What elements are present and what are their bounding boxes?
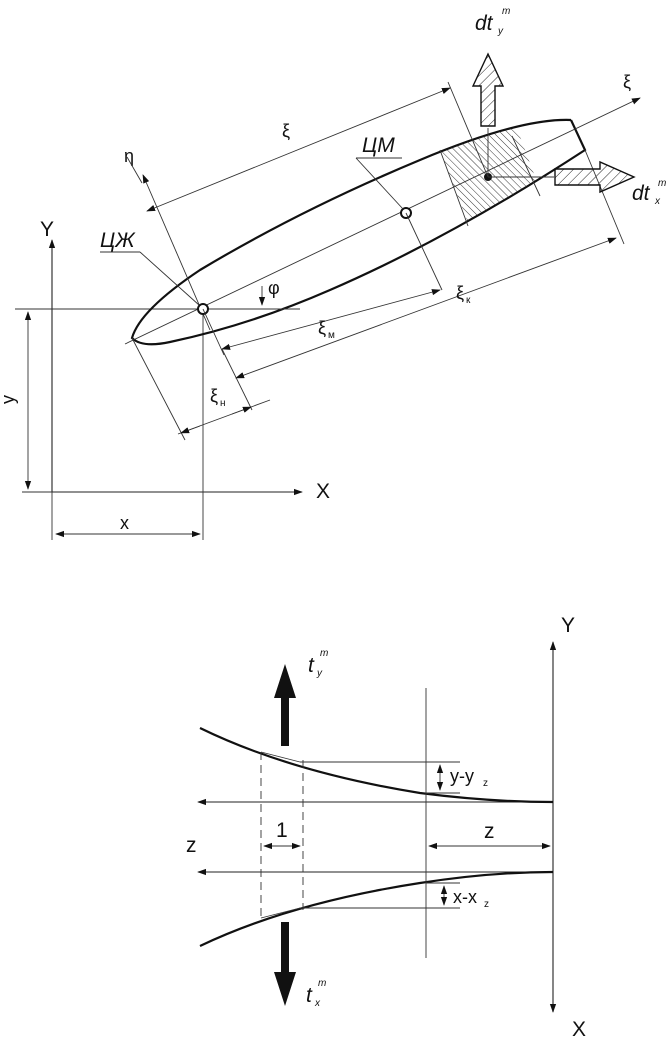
xi-axis-label: ξ xyxy=(623,72,631,92)
xi-n-arrow-right xyxy=(231,406,252,415)
force-ty-subscript: y xyxy=(316,668,323,679)
top-figure: Y X y x ξ η φ ЦЖ xyxy=(0,6,666,540)
y-dimension-label: y xyxy=(0,395,18,404)
angle-label: φ xyxy=(268,278,280,298)
xin-ext-left xyxy=(131,337,186,441)
element-bottom-edge xyxy=(260,907,301,919)
element-edge-right xyxy=(511,135,541,197)
y-axis-label: Y xyxy=(40,218,54,241)
yz-subscript: z xyxy=(483,778,488,789)
xi-axis xyxy=(124,97,641,345)
eta-axis-label: η xyxy=(124,146,134,166)
xi-k-dimension xyxy=(235,237,617,379)
xi-ext-left xyxy=(126,156,143,184)
force-tx-arrow xyxy=(274,922,296,1006)
force-x-superscript: m xyxy=(658,178,666,189)
unit-label: 1 xyxy=(276,819,288,842)
force-x-subscript: x xyxy=(654,196,661,207)
xi-dimension xyxy=(146,87,451,212)
z-axis-label: z xyxy=(186,834,197,857)
bottom-x-axis-label: X xyxy=(572,1018,586,1040)
z-dimension-label: z xyxy=(484,820,495,843)
force-y-superscript: m xyxy=(502,6,510,17)
xi-m-subscript: м xyxy=(328,330,335,341)
xi-ext-right xyxy=(447,81,489,178)
xz-subscript: z xyxy=(484,899,489,910)
force-tx-subscript: x xyxy=(314,998,321,1009)
center-pressure-leader xyxy=(139,251,200,306)
force-y-arrow xyxy=(471,52,505,177)
deflection-curve-y xyxy=(199,727,554,804)
xi-m-label: ξ xyxy=(318,318,326,338)
force-x-label: dt xyxy=(632,182,651,205)
xz-label: x-x xyxy=(453,887,477,907)
xim-ext-left xyxy=(202,308,225,356)
yz-label: y-y xyxy=(450,766,474,786)
bottom-y-axis-label: Y xyxy=(561,614,575,637)
xi-n-arrow-left xyxy=(180,425,201,434)
force-ty-label: t xyxy=(308,654,315,677)
hatched-element xyxy=(440,119,540,228)
x-axis-label: X xyxy=(316,480,330,503)
xi-k-label: ξ xyxy=(456,283,464,303)
x-dimension-label: x xyxy=(120,513,129,533)
force-tx-label: t xyxy=(306,984,313,1007)
xi-k-subscript: к xyxy=(466,295,471,306)
deflection-curve-x xyxy=(199,870,554,947)
xi-dimension-label: ξ xyxy=(282,121,290,141)
force-y-label: dt xyxy=(475,12,494,35)
xin-ext-right xyxy=(221,348,253,411)
element-top-edge xyxy=(260,751,301,763)
force-x-arrow xyxy=(488,160,636,194)
xi-n-subscript: н xyxy=(220,398,226,409)
bottom-figure: Y X z 1 z y-y z x-x z xyxy=(186,614,586,1040)
xi-n-label: ξ xyxy=(210,386,218,406)
force-tx-superscript: m xyxy=(318,978,326,989)
xik-ext-right xyxy=(584,149,625,245)
center-mass-leader xyxy=(355,157,404,210)
force-y-subscript: y xyxy=(497,26,504,37)
force-ty-superscript: m xyxy=(320,648,328,659)
force-ty-arrow xyxy=(274,664,296,746)
center-mass-label: ЦМ xyxy=(362,134,395,157)
center-pressure-label: ЦЖ xyxy=(100,229,136,252)
